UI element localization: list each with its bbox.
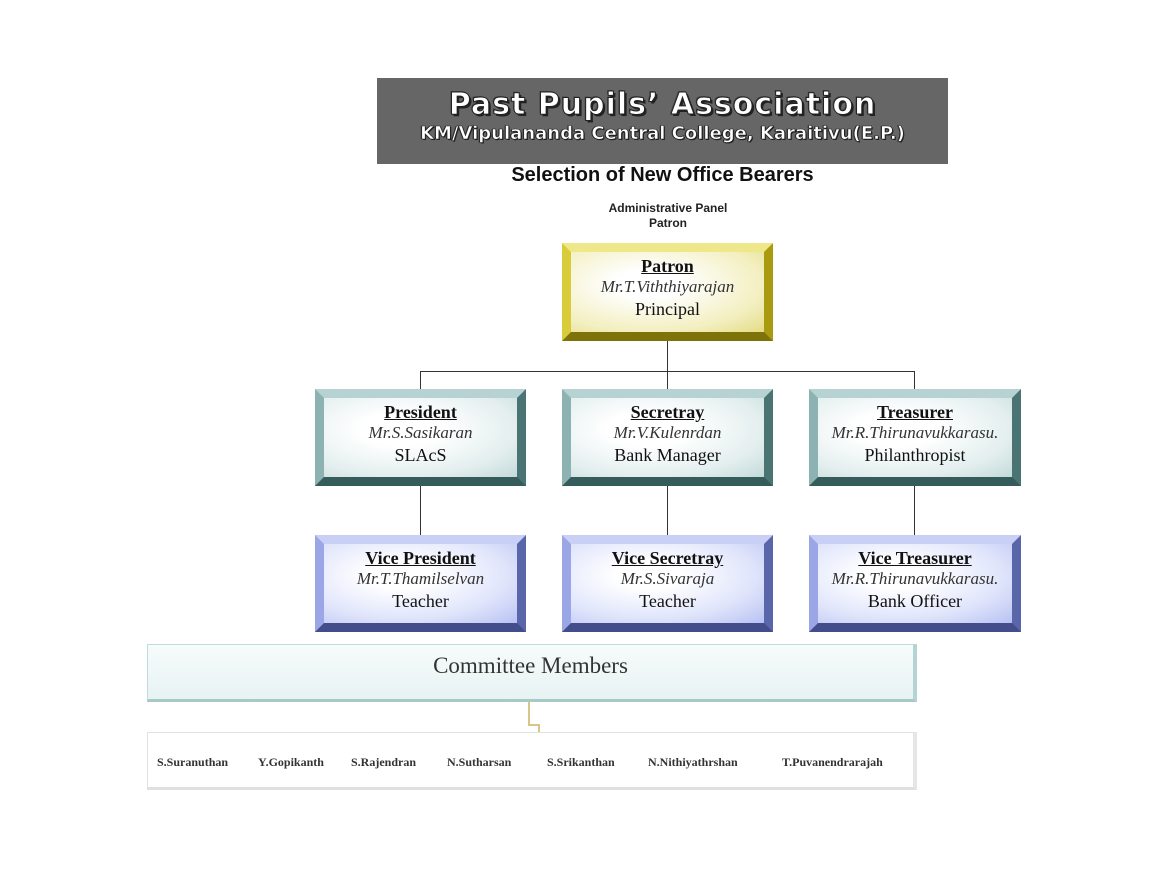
committee-members-list — [147, 732, 917, 790]
association-name: Past Pupils’ Association — [448, 87, 877, 123]
node-occupation: Principal — [635, 299, 700, 319]
node-occupation: Bank Manager — [614, 445, 721, 465]
college-name: KM/Vipulananda Central College, Karaitiv… — [420, 123, 905, 145]
node-occupation: Bank Officer — [867, 591, 963, 611]
vice-president-node: Vice President Mr.T.Thamilselvan Teacher — [315, 535, 526, 632]
committee-member: T.Puvanendrarajah — [782, 755, 883, 769]
committee-member: Y.Gopikanth — [258, 755, 324, 769]
node-name: Mr.T.Thamilselvan — [356, 569, 485, 588]
node-occupation: Teacher — [392, 591, 449, 611]
secretary-node: Secretray Mr.V.Kulenrdan Bank Manager — [562, 389, 773, 486]
node-occupation: Philanthropist — [864, 445, 966, 465]
vice-treasurer-connector — [914, 485, 915, 536]
vice-treasurer-node: Vice Treasurer Mr.R.Thirunavukkarasu. Ba… — [809, 535, 1021, 632]
page-title: Selection of New Office Bearers — [511, 164, 814, 186]
committee-connector-drop — [538, 724, 540, 732]
committee-connector-foot — [528, 724, 540, 726]
president-connector — [420, 371, 421, 390]
committee-member: S.Rajendran — [351, 755, 417, 769]
node-role: Patron — [641, 256, 694, 276]
committee-member: S.Srikanthan — [547, 755, 615, 769]
node-occupation: SLAcS — [394, 445, 447, 465]
patron-connector — [667, 340, 668, 372]
committee-member: N.Nithiyathrshan — [648, 755, 738, 769]
committee-members-header: Committee Members — [147, 644, 917, 702]
treasurer-node: Treasurer Mr.R.Thirunavukkarasu. Philant… — [809, 389, 1021, 486]
association-banner: Past Pupils’ Association KM/Vipulananda … — [377, 78, 948, 164]
node-role: Treasurer — [877, 402, 953, 422]
committee-member: S.Suranuthan — [157, 755, 229, 769]
node-name: Mr.T.Viththiyarajan — [600, 277, 735, 296]
treasurer-connector — [914, 371, 915, 390]
panel-sublabel: Patron — [648, 216, 687, 230]
president-node: President Mr.S.Sasikaran SLAcS — [315, 389, 526, 486]
node-name: Mr.R.Thirunavukkarasu. — [831, 569, 999, 588]
node-role: Vice President — [365, 548, 476, 568]
panel-label: Administrative Panel — [608, 201, 728, 215]
node-role: Vice Secretray — [611, 548, 724, 568]
vice-secretary-connector — [667, 485, 668, 536]
node-role: Vice Treasurer — [858, 548, 972, 568]
committee-member: N.Sutharsan — [447, 755, 512, 769]
node-name: Mr.S.Sivaraja — [620, 569, 715, 588]
vice-president-connector — [420, 485, 421, 536]
node-name: Mr.R.Thirunavukkarasu. — [831, 423, 999, 442]
vice-secretary-node: Vice Secretray Mr.S.Sivaraja Teacher — [562, 535, 773, 632]
secretary-connector — [667, 371, 668, 390]
node-occupation: Teacher — [639, 591, 696, 611]
patron-node: Patron Mr.T.Viththiyarajan Principal — [562, 243, 773, 341]
node-role: President — [384, 402, 457, 422]
committee-connector — [528, 702, 530, 726]
node-name: Mr.S.Sasikaran — [368, 423, 473, 442]
node-name: Mr.V.Kulenrdan — [613, 423, 722, 442]
node-role: Secretray — [630, 402, 705, 422]
